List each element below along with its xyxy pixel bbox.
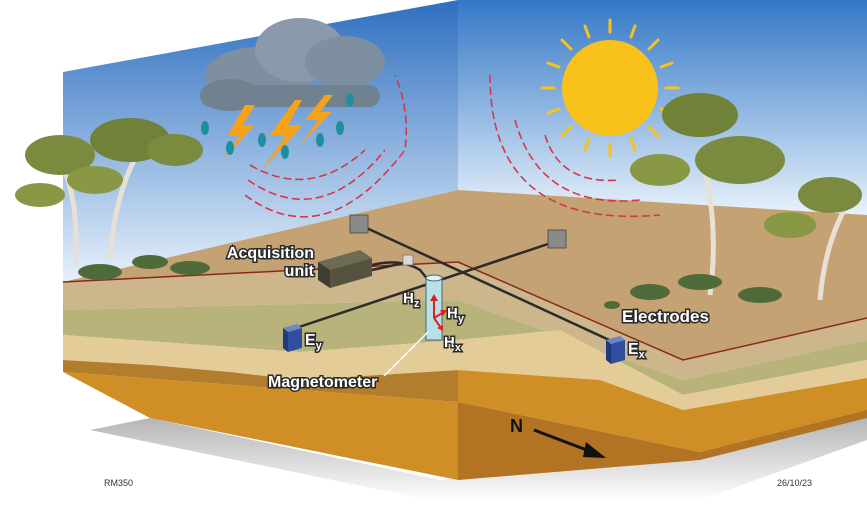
sun (540, 18, 680, 158)
tree-right (630, 93, 862, 301)
electrode-east (547, 229, 567, 249)
label-hx: Hx (444, 334, 462, 354)
shrubs (78, 255, 782, 309)
ground-texture (63, 190, 867, 360)
label-electrodes: Electrodes (622, 307, 709, 326)
sensor-box-small (402, 254, 414, 266)
em-waves-sun (489, 74, 661, 218)
label-magnetometer: Magnetometer (268, 374, 377, 391)
ground-shadow (90, 410, 867, 502)
storm-cloud (200, 18, 385, 111)
footer-code: RM350 (104, 478, 133, 488)
magnetometer-pointer (383, 331, 429, 377)
label-acquisition-line1: Acquisition (227, 245, 314, 262)
label-ey: Ey (305, 332, 323, 352)
label-acquisition-line2: unit (285, 263, 315, 280)
north-arrow (533, 428, 606, 458)
electrode-ex (606, 336, 625, 364)
label-hy: Hy (447, 305, 465, 325)
label-ex: Ex (628, 341, 646, 361)
acquisition-unit (318, 250, 372, 288)
electrode-north (349, 214, 369, 234)
soil-strata-right (457, 261, 867, 480)
em-waves-storm (244, 74, 408, 218)
tree-left (15, 118, 203, 266)
lightning-bolts (222, 95, 333, 170)
footer-date: 26/10/23 (777, 478, 812, 488)
rain-drops (201, 93, 354, 159)
electrode-ey (283, 324, 302, 352)
north-label: N (510, 416, 523, 436)
ground-surface (63, 190, 867, 360)
magnetometer-tube (425, 274, 447, 341)
label-hz: Hz (403, 290, 420, 310)
